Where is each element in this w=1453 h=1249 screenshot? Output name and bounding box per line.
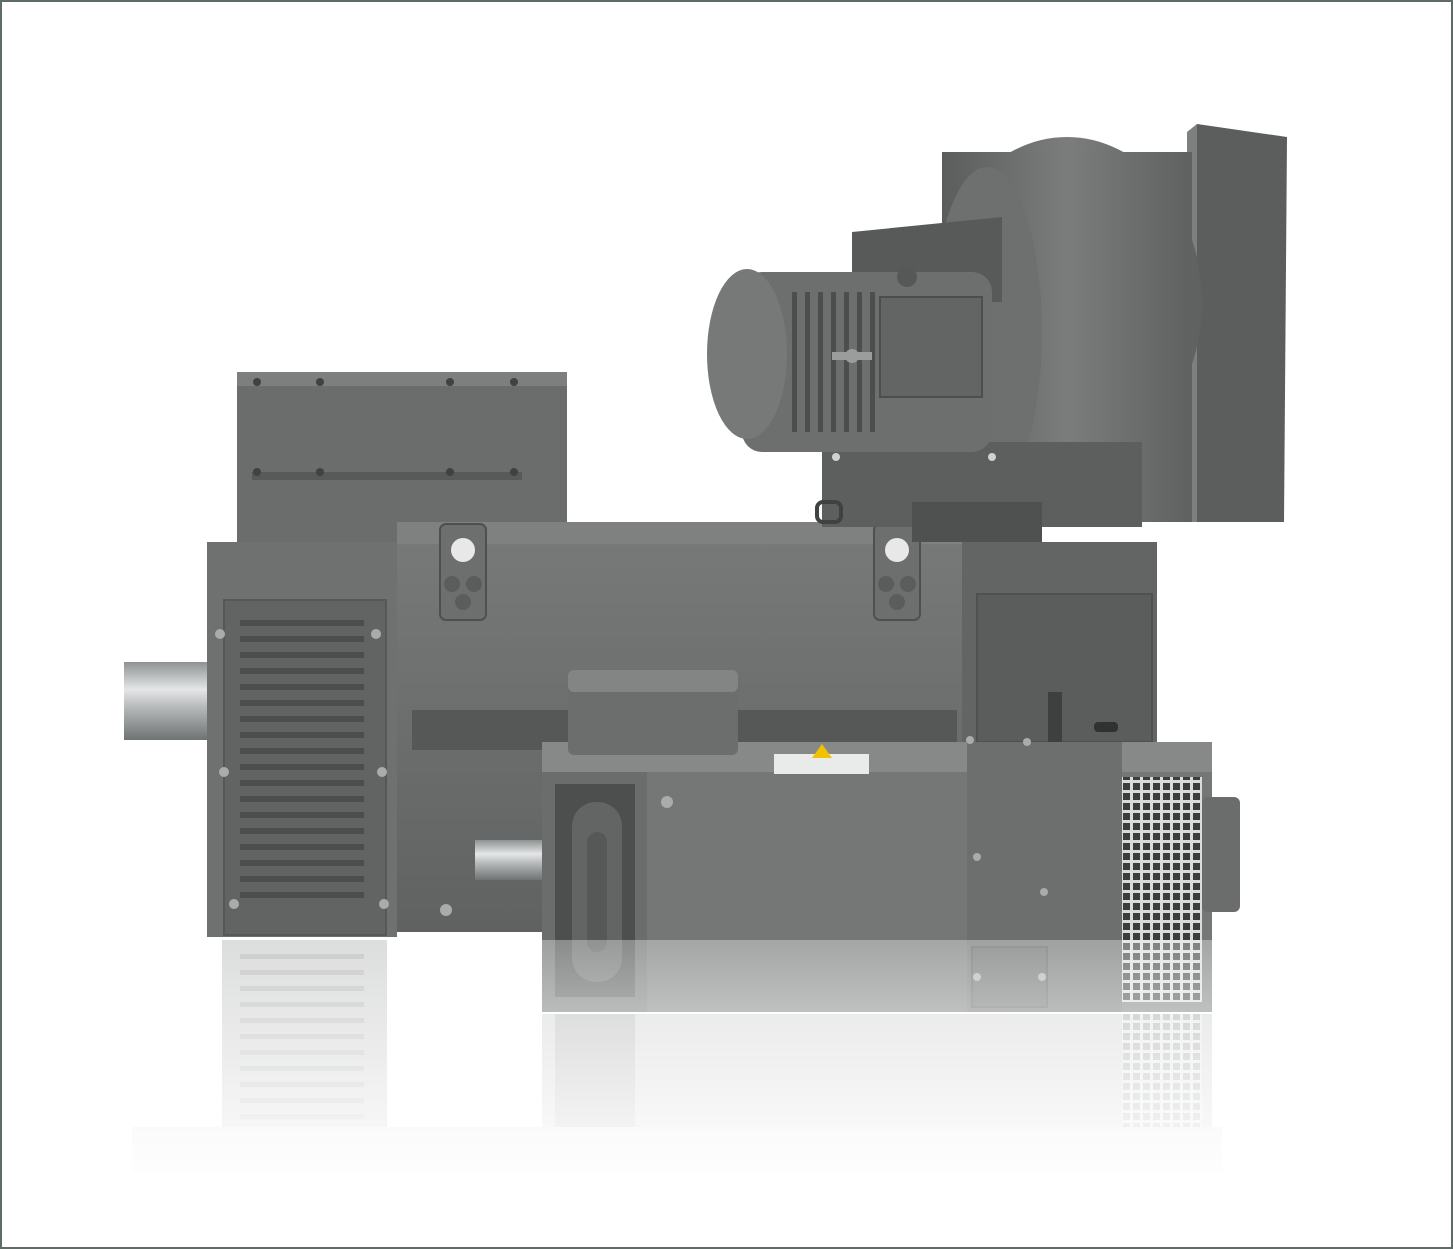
blower-unit	[707, 124, 1287, 542]
large-motor-shaft	[124, 662, 216, 740]
warning-label	[774, 754, 869, 774]
terminal-box	[237, 372, 567, 542]
large-motor-louvres	[240, 620, 364, 898]
small-motor-shaft	[475, 840, 545, 880]
